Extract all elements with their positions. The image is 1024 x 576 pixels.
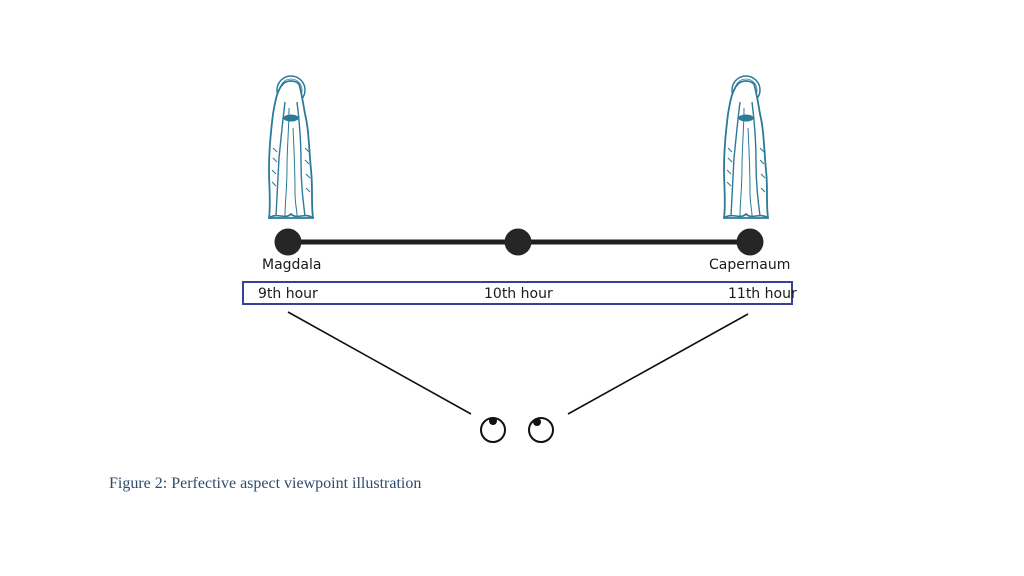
place-label-start: Magdala <box>262 257 322 273</box>
eyes-icon <box>480 417 554 443</box>
view-line-left <box>287 311 472 415</box>
figure-caption: Figure 2: Perfective aspect viewpoint il… <box>109 475 422 492</box>
right-figure-icon <box>723 75 769 219</box>
view-line-right <box>567 313 749 415</box>
hour-label-middle: 10th hour <box>484 286 553 302</box>
place-label-end: Capernaum <box>709 257 791 273</box>
hour-box: 9th hour 10th hour 11th hour <box>242 281 797 305</box>
hour-label-end: 11th hour <box>728 286 797 302</box>
left-figure-icon <box>268 75 314 219</box>
hour-label-start: 9th hour <box>258 286 318 302</box>
timeline-node-start <box>274 228 302 256</box>
timeline-node-middle <box>504 228 532 256</box>
timeline-node-end <box>736 228 764 256</box>
